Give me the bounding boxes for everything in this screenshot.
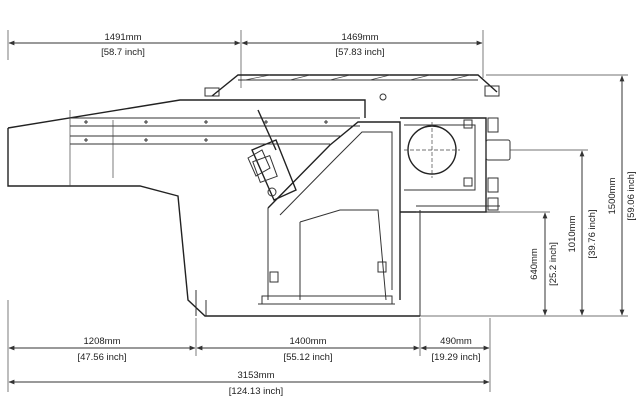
overall-dim-mm: 3153mm [238, 370, 275, 381]
bottom-dim-1-inch: [47.56 inch] [77, 352, 126, 363]
right-dim-2-mm: 1010mm [567, 215, 578, 252]
top-dim-1-mm: 1491mm [105, 32, 142, 43]
top-dim-2-inch: [57.83 inch] [335, 47, 384, 58]
machine-body [7, 74, 511, 317]
top-dim-1-inch: [58.7 inch] [101, 47, 145, 58]
rail-bolts [84, 120, 328, 142]
top-dimension-lines [7, 30, 484, 88]
motor-unit [247, 109, 297, 201]
bottom-dim-2-mm: 1400mm [290, 336, 327, 347]
bottom-dimension-lines [7, 300, 491, 392]
top-dim-2-mm: 1469mm [342, 32, 379, 43]
right-dim-1-inch: [25.2 inch] [548, 242, 559, 286]
right-dim-3-inch: [59.06 inch] [626, 171, 637, 220]
overall-dim-inch: [124.13 inch] [229, 386, 283, 397]
right-dim-1-mm: 640mm [529, 248, 540, 280]
bottom-dim-3-mm: 490mm [440, 336, 472, 347]
bottom-dim-1-mm: 1208mm [84, 336, 121, 347]
right-dim-3-mm: 1500mm [607, 177, 618, 214]
drum-housing [400, 117, 511, 213]
right-dim-2-inch: [39.76 inch] [587, 209, 598, 258]
bottom-dim-3-inch: [19.29 inch] [431, 352, 480, 363]
bottom-dim-2-inch: [55.12 inch] [283, 352, 332, 363]
right-dimension-lines [420, 74, 628, 317]
